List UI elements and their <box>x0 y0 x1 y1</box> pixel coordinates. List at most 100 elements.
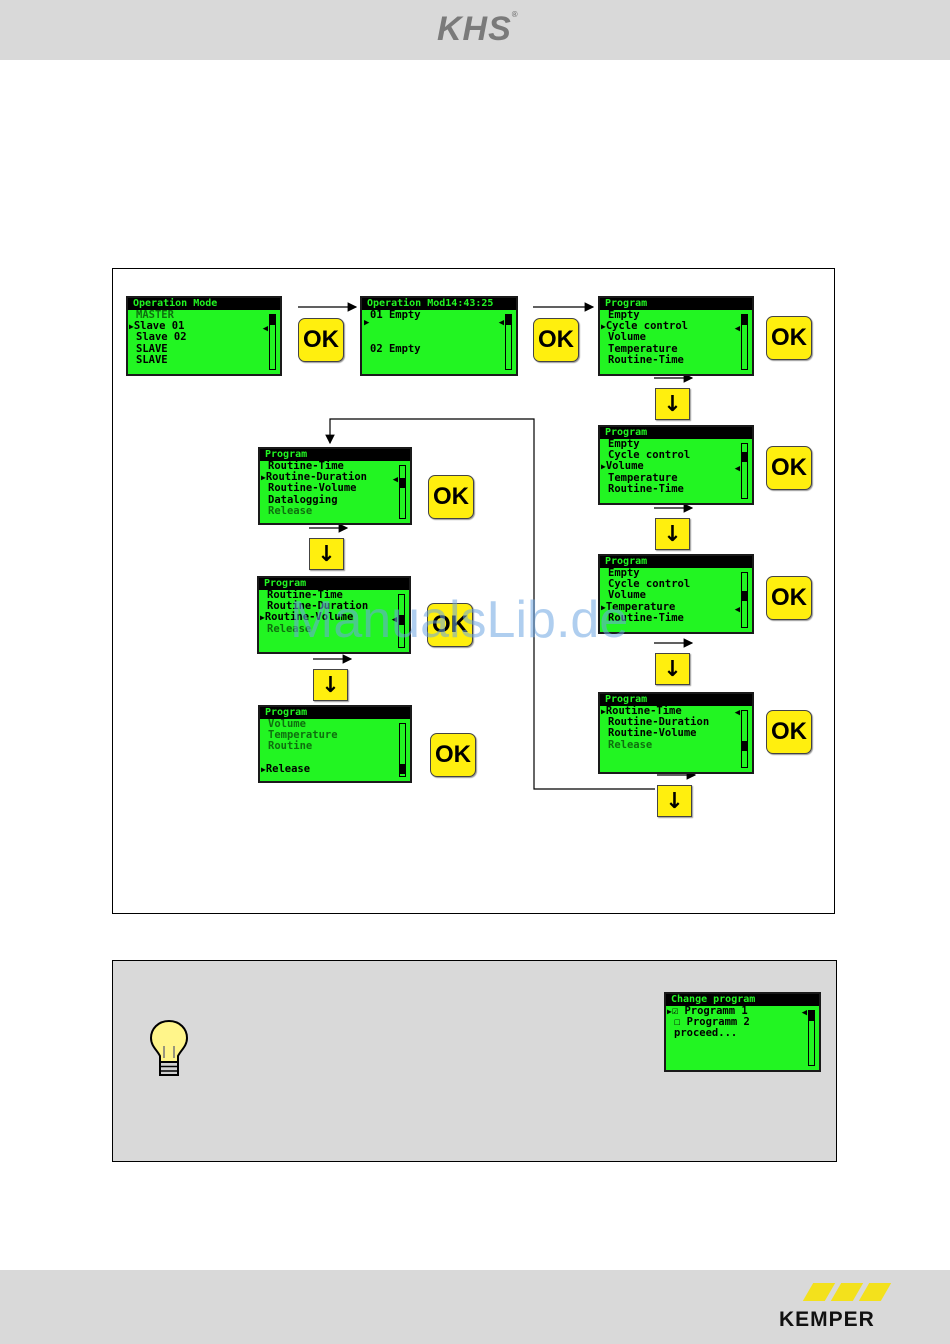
lcd-menu-item: ☐ Programm 2 <box>674 1016 750 1029</box>
lcd-menu-item: Routine-Duration <box>267 600 369 613</box>
lcd-menu-item-text: Volume <box>605 460 644 473</box>
lcd-menu-item: Routine-Volume <box>268 482 357 495</box>
selection-arrow-icon: ▶ <box>601 462 606 472</box>
lcd-menu-item-text: ☑ Programm 1 <box>671 1005 748 1017</box>
lcd-scrollbar <box>808 1010 815 1066</box>
pointer-right-icon: ▶ <box>364 318 370 328</box>
lcd-title: Program <box>600 694 752 706</box>
lcd-scrollbar <box>399 465 406 519</box>
lcd-menu-item: Routine-Time <box>608 353 684 366</box>
page-header: KHS® <box>0 0 950 60</box>
lcd-scrollbar <box>741 443 748 499</box>
lcd-title: Change program <box>666 994 819 1006</box>
lcd-scrollbar <box>741 572 748 628</box>
lcd-menu-item: Routine-Volume <box>608 727 697 740</box>
lcd-title: Operation Mode <box>128 298 280 310</box>
lcd-menu-item: Cycle control <box>608 578 691 591</box>
ok-button[interactable]: OK <box>427 603 473 647</box>
lcd-operation-mode-slots: Operation Mod14:43:25 01 Empty 02 Empty … <box>360 296 518 376</box>
selection-arrow-icon: ▶ <box>601 602 606 612</box>
lcd-title: Program <box>260 707 410 719</box>
selection-arrow-icon: ▶ <box>601 707 606 716</box>
lcd-menu-item <box>362 332 516 343</box>
lcd-menu-item: ▶Release <box>260 762 410 775</box>
lcd-menu-item: ▶Routine-Volume <box>259 612 409 623</box>
down-arrow-button[interactable]: ↓ <box>655 653 690 685</box>
lcd-menu-item: Routine-Time <box>608 611 684 624</box>
ok-button[interactable]: OK <box>766 446 812 490</box>
ok-button[interactable]: OK <box>428 475 474 519</box>
lcd-menu-item: Empty <box>608 567 640 579</box>
ok-button[interactable]: OK <box>298 318 344 362</box>
ok-button[interactable]: OK <box>766 316 812 360</box>
lcd-menu-item: 02 Empty <box>370 342 421 355</box>
selection-arrow-icon: ▶ <box>601 322 606 332</box>
lcd-menu-item: SLAVE <box>136 342 168 355</box>
lcd-menu-item-text: Routine-Time <box>605 705 682 717</box>
pointer-left-icon: ◀ <box>801 1008 807 1018</box>
lcd-menu-item: Release <box>608 738 653 751</box>
lcd-menu-item-text: Cycle control <box>605 320 689 333</box>
lcd-scrollbar <box>398 594 405 648</box>
pointer-left-icon: ◀ <box>734 324 740 334</box>
ok-button[interactable]: OK <box>766 710 812 754</box>
lcd-menu-item: Empty <box>608 438 640 450</box>
lcd-menu-item: Routine-Time <box>267 589 343 601</box>
lcd-scrollbar <box>741 710 748 768</box>
lcd-menu-item: MASTER <box>136 309 174 321</box>
selection-arrow-icon: ▶ <box>260 613 265 623</box>
lcd-menu-item: 01 Empty <box>370 309 421 321</box>
lcd-menu-item <box>362 321 516 332</box>
lcd-scrollbar <box>399 723 406 777</box>
ok-button[interactable]: OK <box>430 733 476 777</box>
lcd-menu-item: Release <box>268 504 313 517</box>
selection-arrow-icon: ▶ <box>261 473 266 483</box>
lcd-menu-item-text: Routine-Volume <box>264 611 354 624</box>
lcd-title: Program <box>600 556 752 568</box>
pointer-left-icon: ◀ <box>734 708 740 718</box>
lcd-menu-item: Temperature <box>268 729 338 742</box>
ok-button[interactable]: OK <box>766 576 812 620</box>
lcd-menu-item: Volume <box>608 589 646 602</box>
lcd-scrollbar <box>269 314 276 370</box>
lcd-menu-item: proceed... <box>674 1027 738 1040</box>
lcd-menu-item: ▶Routine-Time <box>600 705 752 717</box>
selection-arrow-icon: ▶ <box>667 1007 672 1016</box>
lcd-menu-item: Routine-Time <box>268 460 344 472</box>
lcd-menu-item: ▶Slave 01 <box>128 321 280 332</box>
lcd-scrollbar <box>505 314 512 370</box>
selection-arrow-icon: ▶ <box>261 764 266 774</box>
lcd-menu-item-text: Slave 01 <box>133 320 185 333</box>
down-arrow-button[interactable]: ↓ <box>313 669 348 701</box>
lcd-menu-item-text: Release <box>265 762 311 775</box>
lcd-menu-item: Cycle control <box>608 449 691 462</box>
ok-button[interactable]: OK <box>533 318 579 362</box>
lcd-menu-item: Temperature <box>608 471 678 484</box>
pointer-left-icon: ◀ <box>734 464 740 474</box>
lcd-menu-item-text: Temperature <box>605 600 676 613</box>
lcd-menu-item: SLAVE <box>136 353 168 366</box>
lcd-title: Program <box>260 449 410 461</box>
down-arrow-button[interactable]: ↓ <box>309 538 344 570</box>
down-arrow-button[interactable]: ↓ <box>657 785 692 817</box>
watermark: ManualsLib.de <box>290 591 629 649</box>
pointer-left-icon: ◀ <box>392 475 398 485</box>
lcd-menu-item: Release <box>267 622 312 635</box>
lcd-menu-item: ▶☑ Programm 1 <box>666 1005 819 1017</box>
lcd-title: Operation Mod14:43:25 <box>362 298 516 310</box>
lcd-scrollbar <box>741 314 748 370</box>
pointer-left-icon: ◀ <box>734 605 740 615</box>
lcd-title: Program <box>259 578 409 590</box>
lcd-menu-item: Routine <box>268 740 313 753</box>
down-arrow-button[interactable]: ↓ <box>655 388 690 420</box>
lcd-menu-item: Volume <box>608 331 646 344</box>
down-arrow-button[interactable]: ↓ <box>655 518 690 550</box>
lcd-menu-item: Empty <box>608 309 640 321</box>
